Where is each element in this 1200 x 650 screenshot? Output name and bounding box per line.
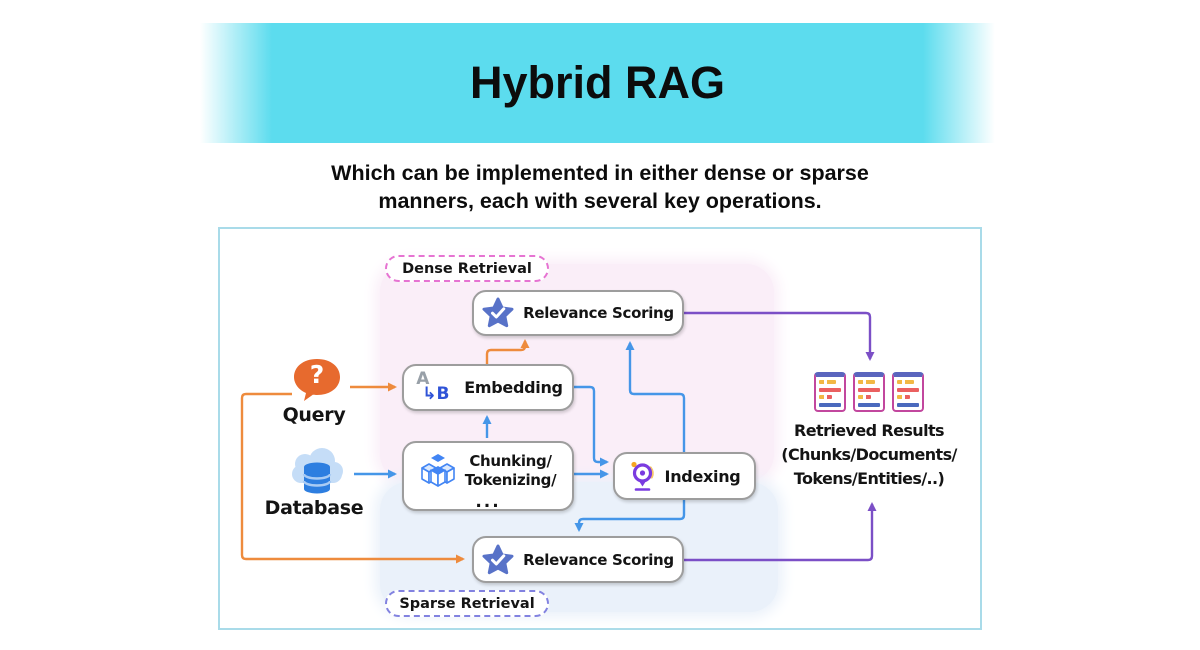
- document-icon: [853, 372, 885, 412]
- subtitle-line-1: Which can be implemented in either dense…: [331, 161, 869, 185]
- embedding-label: Embedding: [464, 378, 563, 397]
- retrieved-results-label: Retrieved Results (Chunks/Documents/ Tok…: [764, 419, 974, 491]
- location-pin-icon: [630, 461, 654, 491]
- indexing-label: Indexing: [664, 466, 741, 486]
- results-line-1: Retrieved Results: [794, 421, 945, 440]
- page-title: Hybrid RAG: [469, 57, 725, 108]
- relevance-scoring-dense-node: Relevance Scoring: [472, 290, 684, 336]
- document-icon: [892, 372, 924, 412]
- subtitle-line-2: manners, each with several key operation…: [378, 188, 822, 213]
- chunking-node: Chunking/ Tokenizing/ ...: [402, 441, 574, 511]
- database-label: Database: [264, 497, 364, 519]
- query-icon: ?: [290, 357, 344, 403]
- chunking-label-line-2: Tokenizing/: [464, 471, 557, 489]
- document-icon: [814, 372, 846, 412]
- relevance-scoring-sparse-node: Relevance Scoring: [472, 536, 684, 583]
- retrieved-documents-icons: [814, 372, 924, 412]
- relevance-scoring-sparse-label: Relevance Scoring: [523, 550, 674, 569]
- indexing-node: Indexing: [613, 452, 756, 500]
- flow-arrows: [240, 311, 877, 564]
- results-line-2: (Chunks/Documents/: [781, 445, 957, 464]
- sparse-retrieval-label: Sparse Retrieval: [385, 590, 549, 617]
- query-label: Query: [282, 404, 346, 426]
- chunking-label-line-1: Chunking/: [469, 452, 552, 470]
- diagram-panel: Dense Retrieval Sparse Retrieval ? Query: [218, 227, 982, 630]
- results-line-3: Tokens/Entities/..): [793, 469, 945, 488]
- database-icon: [288, 448, 346, 497]
- chunking-label-line-3: ...: [475, 492, 501, 512]
- subtitle: Which can be implemented in either dense…: [0, 160, 1200, 215]
- question-mark-glyph: ?: [309, 360, 325, 389]
- cubes-icon: [420, 454, 455, 487]
- embedding-node: A ↳B Embedding: [402, 364, 574, 411]
- title-banner: Hybrid RAG: [200, 23, 995, 143]
- relevance-scoring-dense-label: Relevance Scoring: [523, 304, 674, 322]
- dense-retrieval-label: Dense Retrieval: [385, 255, 549, 282]
- star-check-icon: [482, 297, 514, 328]
- star-check-icon: [482, 544, 514, 574]
- a-to-b-icon: A ↳B: [416, 368, 450, 404]
